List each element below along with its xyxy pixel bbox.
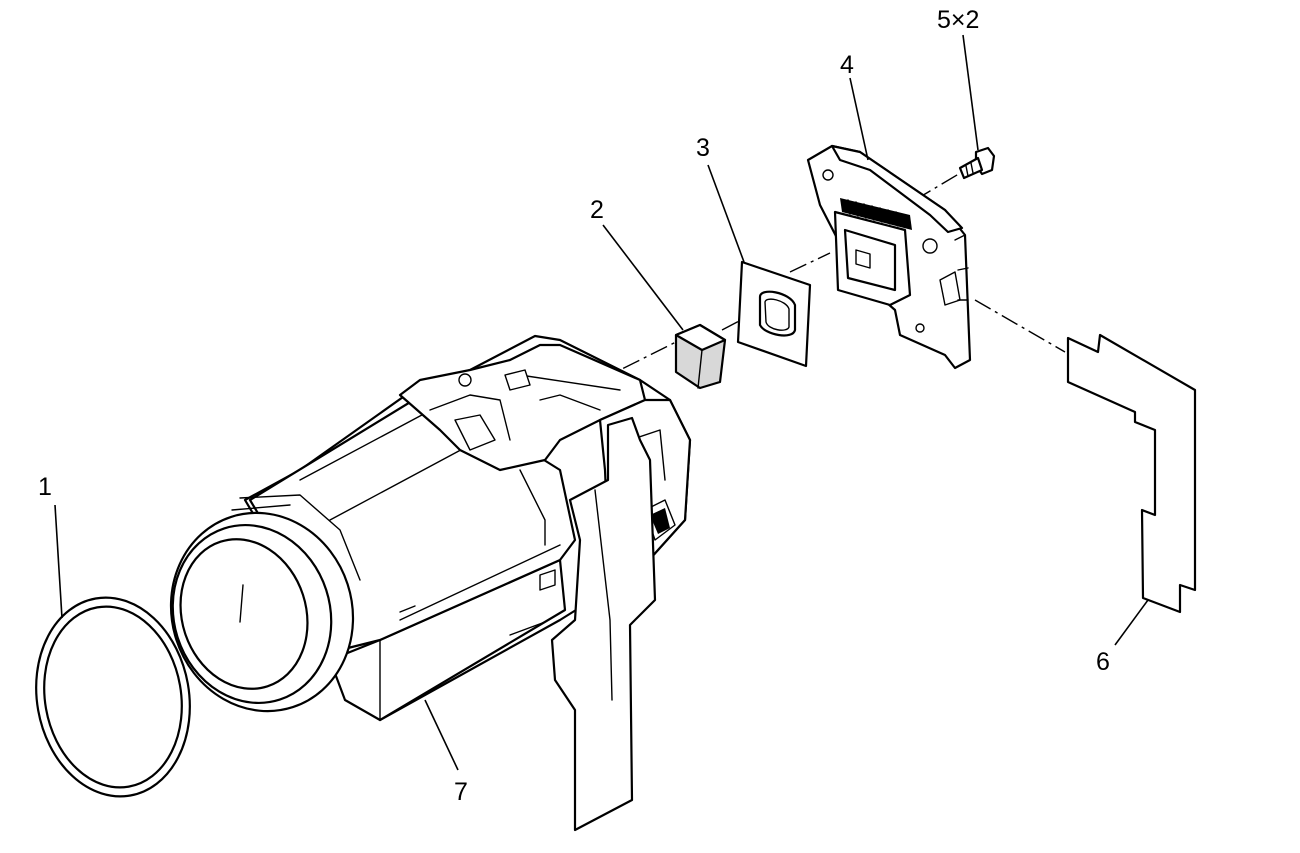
callout-2: 2 [590, 196, 604, 224]
callout-5: 5×2 [937, 6, 979, 34]
part-4-ccd-board [806, 144, 972, 370]
part-2-optical-filter [674, 323, 727, 390]
leader-lines [54, 34, 1149, 771]
part-6-flex-cable [1066, 333, 1197, 614]
part-7-lens-block [169, 334, 692, 832]
part-1-ring-gasket [35, 596, 191, 798]
callout-labels: 1 2 3 4 5×2 6 7 [38, 6, 1110, 806]
part-5-screw [958, 146, 996, 180]
part-3-seal-plate [736, 260, 812, 368]
callout-1: 1 [38, 473, 52, 501]
callout-7: 7 [454, 778, 468, 806]
callout-4: 4 [840, 51, 854, 79]
callout-3: 3 [696, 134, 710, 162]
callout-6: 6 [1096, 648, 1110, 676]
